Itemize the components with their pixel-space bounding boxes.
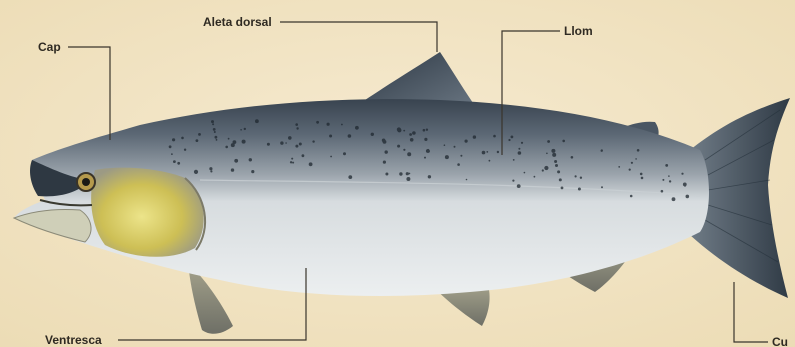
leader-line-head (68, 47, 110, 140)
label-dorsal-fin: Aleta dorsal (203, 15, 272, 29)
label-tail: Cu (772, 335, 788, 347)
leader-line-tail (734, 282, 768, 342)
label-back: Llom (564, 24, 593, 38)
label-belly: Ventresca (45, 333, 102, 347)
label-head: Cap (38, 40, 61, 54)
leader-line-back (502, 31, 560, 155)
leader-line-dorsal-fin (280, 22, 437, 52)
leader-line-belly (118, 268, 306, 340)
